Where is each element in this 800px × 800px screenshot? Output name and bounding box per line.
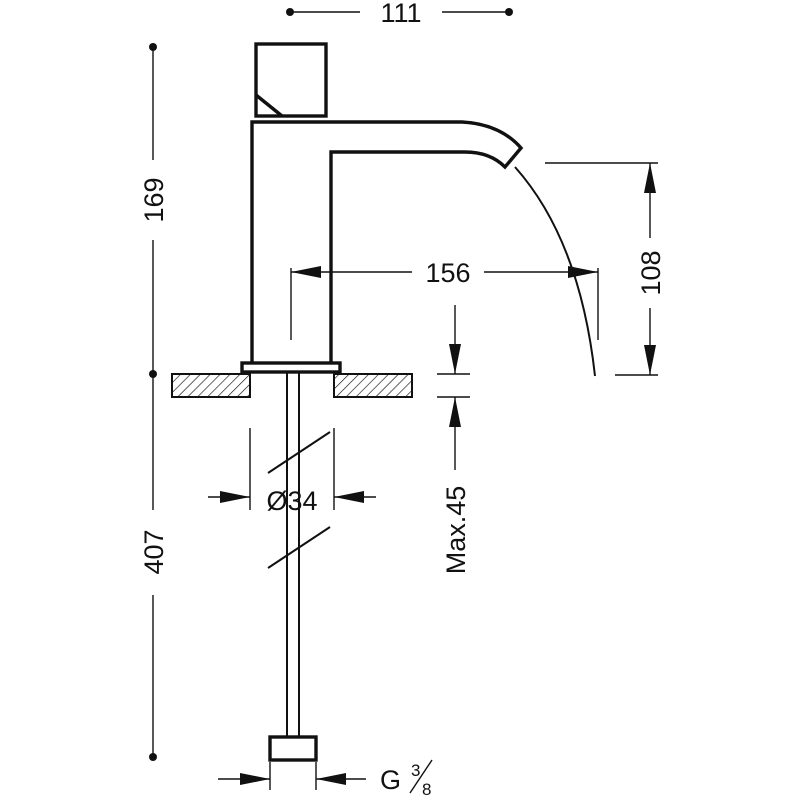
- dimension-spout-reach: 156: [290, 258, 599, 340]
- faucet-column-spout: [250, 120, 524, 363]
- dimension-label-diameter: Ø34: [266, 486, 317, 516]
- countertop-left: [171, 373, 251, 398]
- dimension-max-thickness: Max.45: [437, 305, 471, 574]
- dimension-label-169: 169: [139, 177, 169, 222]
- dimension-pipe-diameter: Ø34: [208, 428, 376, 516]
- thread-connector: [268, 735, 318, 762]
- pipe-break-mark-lower: [267, 526, 331, 569]
- countertop-section: [171, 373, 413, 398]
- dimension-label-407: 407: [139, 529, 169, 574]
- dimension-spout-height: 108: [545, 162, 666, 376]
- thread-label-prefix: G: [380, 765, 401, 795]
- dimension-thread: G 3 8: [218, 759, 433, 799]
- faucet-body: [240, 42, 524, 374]
- supply-pipe: [267, 372, 331, 762]
- handle-bevel: [254, 93, 284, 118]
- thread-label-numerator: 3: [411, 761, 420, 780]
- thread-label-denominator: 8: [422, 780, 431, 799]
- thread-fraction-bar: [409, 759, 433, 794]
- pipe-break-mark-upper: [267, 431, 331, 474]
- dimension-label-156: 156: [425, 258, 470, 288]
- dimension-left-vertical: 169 407: [139, 43, 169, 761]
- water-stream: [514, 166, 596, 377]
- dimension-label-max45: Max.45: [441, 486, 471, 575]
- faucet-handle: [254, 42, 328, 118]
- dimension-top-width: 111: [286, 0, 513, 28]
- dimension-label-108: 108: [636, 250, 666, 295]
- dimension-label-111: 111: [380, 0, 421, 28]
- base-flange: [240, 361, 342, 374]
- countertop-right: [333, 373, 413, 398]
